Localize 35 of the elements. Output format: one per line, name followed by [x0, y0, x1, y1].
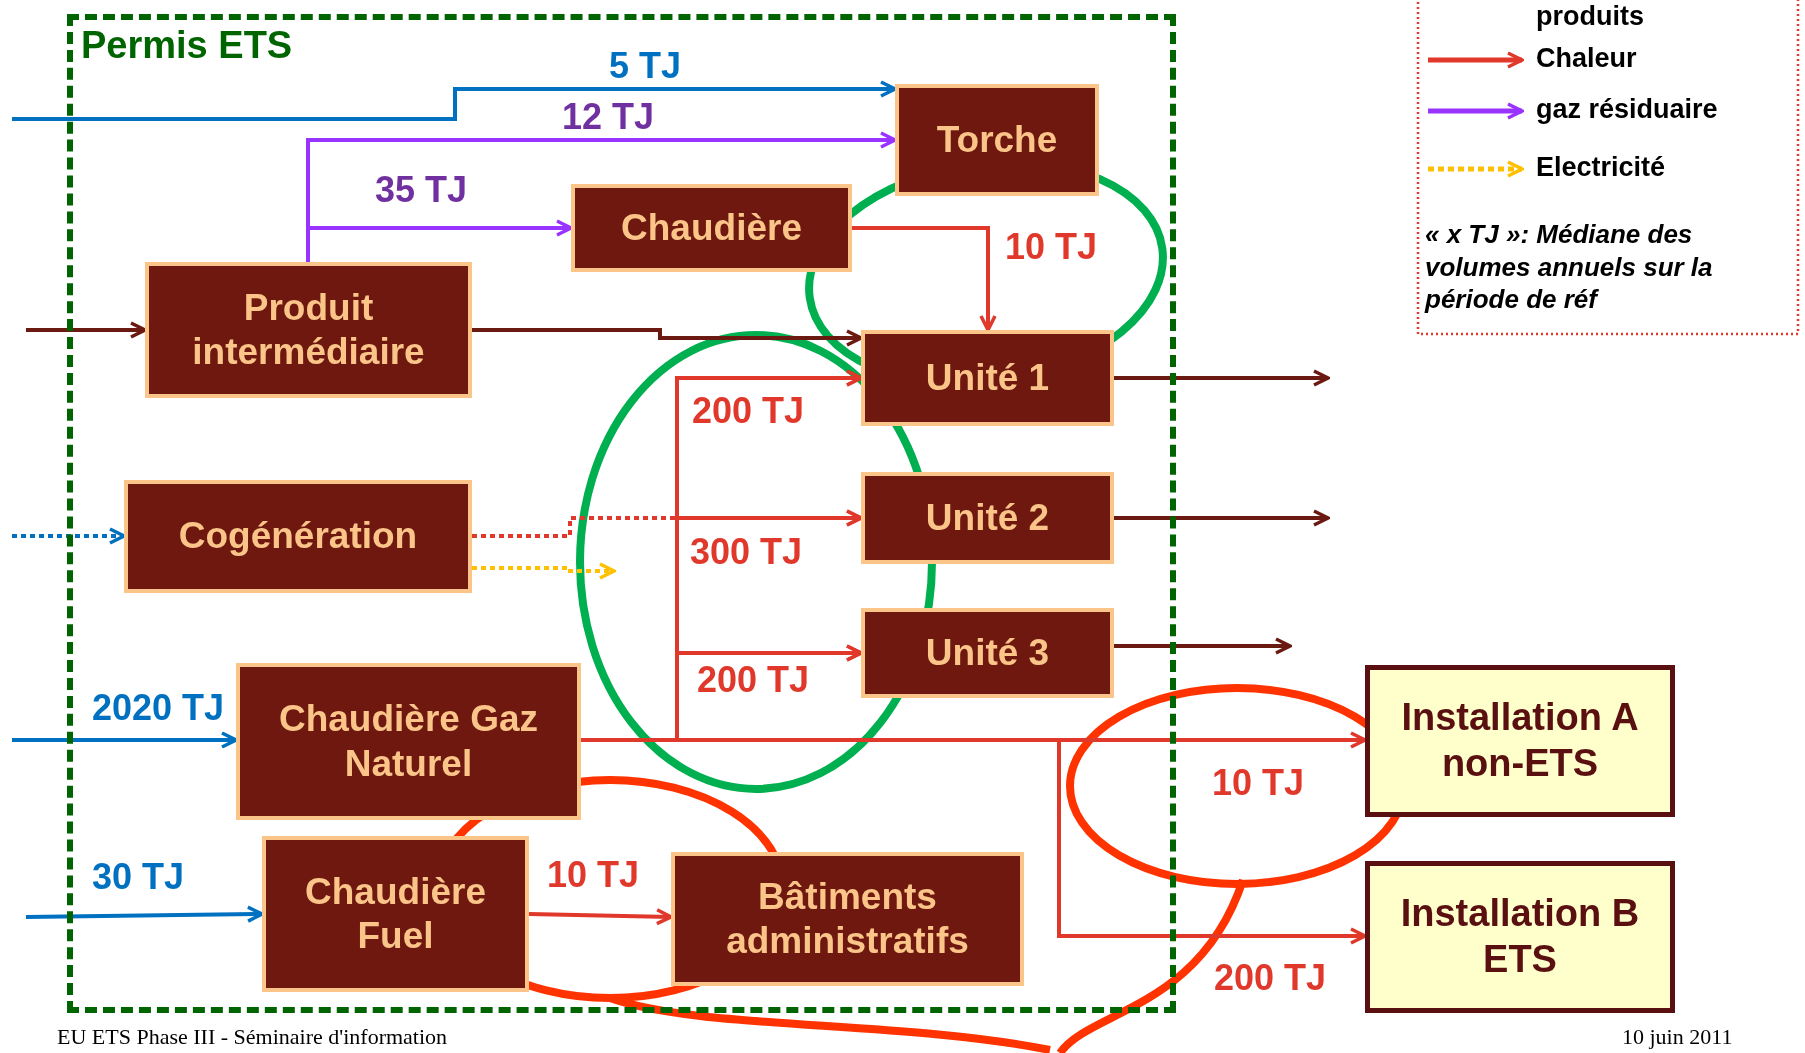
process-box: Chaudière Gaz Naturel: [236, 663, 581, 820]
process-box: Bâtiments administratifs: [671, 852, 1024, 986]
arrow: [12, 731, 238, 749]
process-box: Installation A non-ETS: [1365, 665, 1675, 817]
process-box: Produit intermédiaire: [145, 262, 472, 398]
process-box: Chaudière Fuel: [262, 836, 529, 992]
arrow: [12, 80, 897, 121]
legend-label: produits: [1536, 1, 1644, 32]
arrow: [26, 321, 147, 339]
process-box: Unité 3: [861, 608, 1114, 698]
arrow: [528, 907, 673, 926]
process-box: Unité 1: [861, 330, 1114, 426]
process-box: Torche: [895, 84, 1099, 196]
process-box: Cogénération: [124, 480, 472, 593]
group-title: Permis ETS: [81, 24, 293, 67]
legend-label: Electricité: [1536, 152, 1666, 183]
process-box: Chaudière: [571, 184, 852, 272]
arrow: [12, 527, 126, 545]
legend-label: Chaleur: [1536, 43, 1637, 74]
arrow: [1114, 369, 1330, 387]
arrow: [472, 562, 616, 580]
arrow: [852, 226, 997, 332]
arrow: [1114, 637, 1292, 655]
process-box: Unité 2: [861, 472, 1114, 564]
arrow: [1114, 509, 1330, 527]
process-box: Installation B ETS: [1365, 861, 1675, 1013]
legend-label: gaz résiduaire: [1536, 94, 1718, 125]
footer-text: EU ETS Phase III - Séminaire d'information: [57, 1024, 448, 1050]
note-text: « x TJ »: Médiane des volumes annuels sur la période de réf: [1425, 218, 1714, 316]
arrow: [306, 219, 573, 262]
arrow: [472, 328, 863, 347]
footer-date: 10 juin 2011: [1622, 1024, 1733, 1050]
arrow: [25, 905, 264, 923]
dashed-boundary: [67, 14, 1176, 1013]
arrow: [472, 516, 863, 662]
